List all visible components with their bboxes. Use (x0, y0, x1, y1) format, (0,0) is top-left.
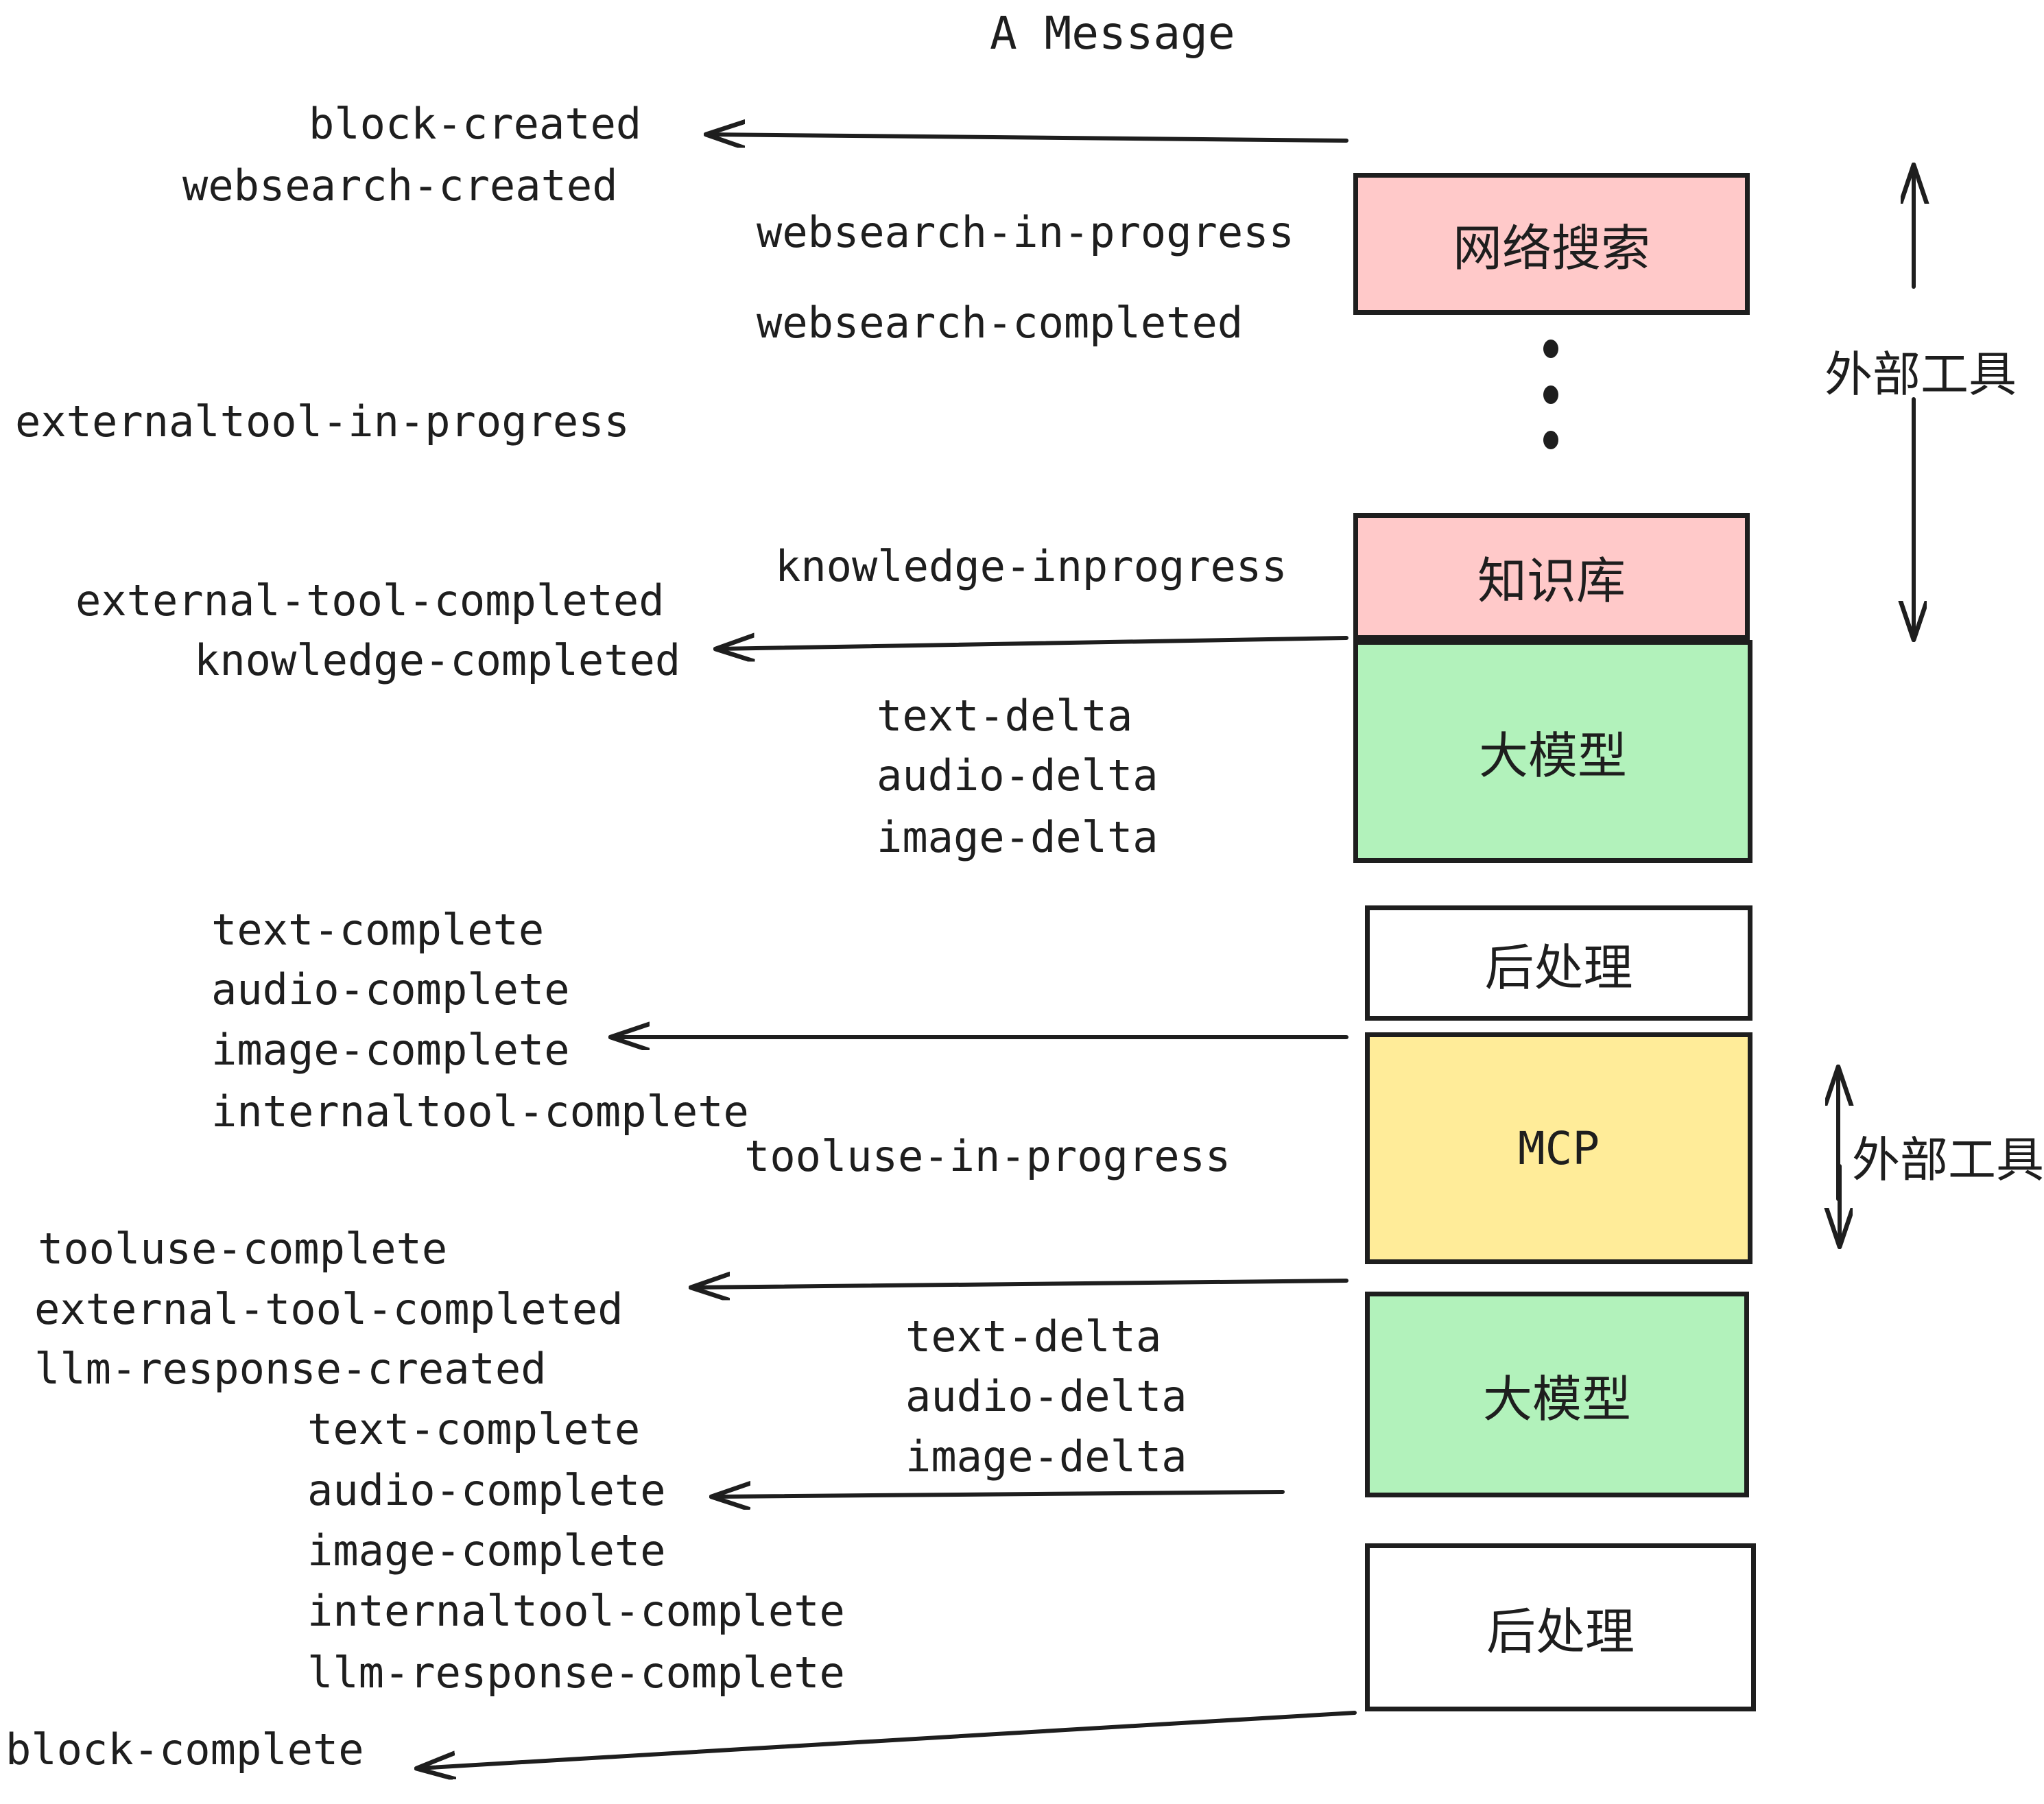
box-label: 网络搜索 (1452, 219, 1650, 277)
box-label: 大模型 (1482, 1370, 1631, 1428)
event-label-text-delta-2: text-delta (905, 1312, 1162, 1362)
box-label: 后处理 (1484, 938, 1633, 997)
event-label-audio-complete-1: audio-complete (211, 964, 570, 1014)
event-label-text-complete-1: text-complete (211, 905, 545, 955)
event-label-externaltool-in-progress: externaltool-in-progress (15, 396, 630, 447)
event-label-internaltool-complete-1: internaltool-complete (211, 1087, 749, 1137)
event-label-image-delta-1: image-delta (877, 812, 1158, 862)
box-postproc-2: 后处理 (1365, 1543, 1756, 1711)
box-websearch: 网络搜索 (1353, 173, 1750, 315)
event-label-audio-delta-2: audio-delta (905, 1371, 1187, 1421)
event-label-llm-response-created: llm-response-created (34, 1344, 547, 1394)
box-label: 后处理 (1486, 1603, 1635, 1661)
box-llm-2: 大模型 (1365, 1292, 1749, 1497)
event-label-image-delta-2: image-delta (905, 1432, 1187, 1482)
event-label-internaltool-complete-2: internaltool-complete (307, 1586, 845, 1636)
arrow-knowledge-completed (717, 638, 1348, 649)
event-label-text-complete-2: text-complete (307, 1404, 641, 1454)
event-label-block-created: block-created (309, 99, 642, 149)
event-label-external-tool-completed-2: external-tool-completed (34, 1284, 623, 1334)
ellipsis-dot (1543, 431, 1558, 449)
event-label-websearch-created: websearch-created (182, 161, 618, 211)
event-label-llm-response-complete: llm-response-complete (307, 1648, 845, 1698)
box-llm-1: 大模型 (1353, 640, 1752, 863)
ellipsis-dot (1543, 340, 1558, 358)
side-label-external-tools-lower: 外部工具 (1852, 1132, 2044, 1188)
event-label-audio-delta-1: audio-delta (877, 750, 1158, 800)
event-label-image-complete-1: image-complete (211, 1025, 570, 1075)
event-label-audio-complete-2: audio-complete (307, 1465, 666, 1515)
box-knowledge: 知识库 (1353, 513, 1750, 640)
box-mcp: MCP (1365, 1032, 1752, 1264)
arrow-audio-complete (713, 1492, 1285, 1497)
event-label-text-delta-1: text-delta (877, 691, 1133, 741)
event-label-external-tool-completed-1: external-tool-completed (75, 575, 665, 626)
box-label: 知识库 (1477, 552, 1626, 610)
event-label-websearch-completed: websearch-completed (757, 298, 1244, 348)
event-label-websearch-in-progress: websearch-in-progress (757, 207, 1294, 257)
vertical-ellipsis (1543, 340, 1558, 449)
event-label-tooluse-complete: tooluse-complete (38, 1224, 448, 1274)
page-title: A Message (990, 7, 1235, 60)
box-label: MCP (1517, 1121, 1600, 1175)
arrow-tooluse-complete (693, 1281, 1348, 1287)
box-postproc-1: 后处理 (1365, 905, 1752, 1021)
side-label-external-tools-upper: 外部工具 (1825, 346, 2017, 403)
event-label-block-complete: block-complete (5, 1724, 364, 1775)
arrow-block-created (708, 134, 1348, 141)
event-label-knowledge-inprogress: knowledge-inprogress (775, 541, 1287, 591)
box-label: 大模型 (1478, 727, 1627, 785)
event-label-knowledge-completed: knowledge-completed (194, 635, 681, 685)
event-label-image-complete-2: image-complete (307, 1526, 666, 1576)
ellipsis-dot (1543, 385, 1558, 404)
arrow-block-complete (418, 1711, 1357, 1768)
event-label-tooluse-in-progress: tooluse-in-progress (744, 1131, 1231, 1181)
